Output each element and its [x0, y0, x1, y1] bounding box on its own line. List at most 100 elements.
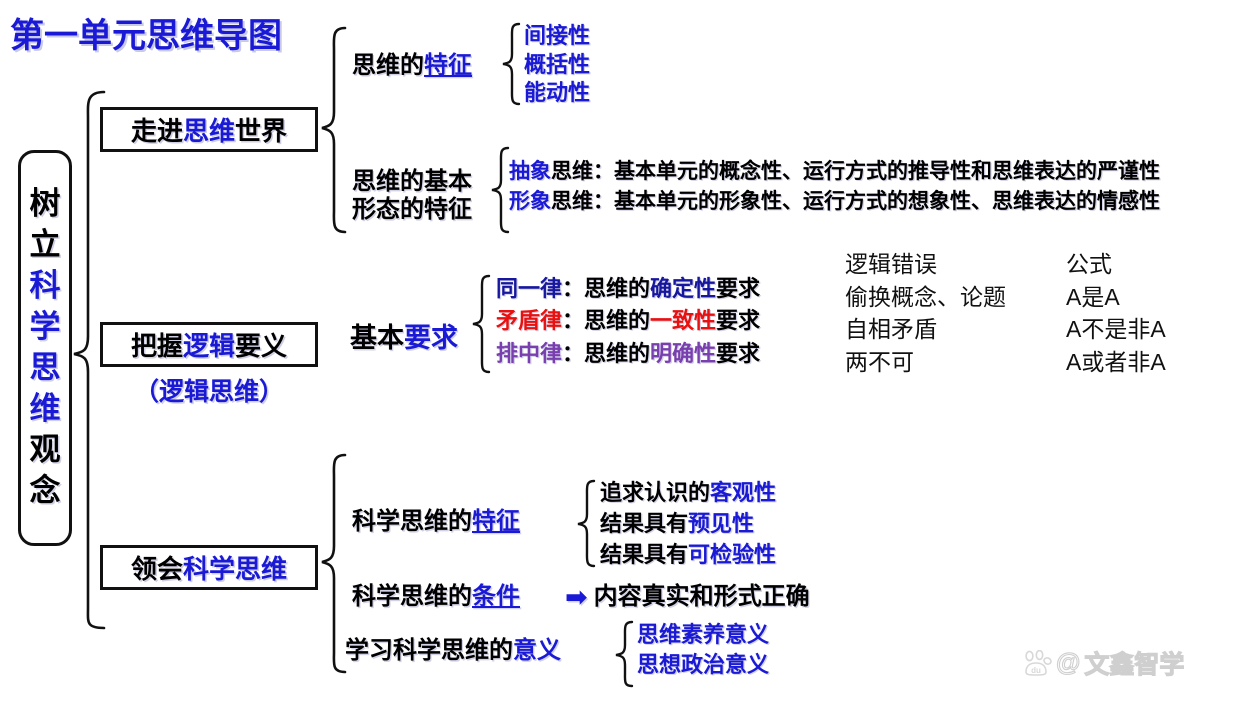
root-char: 科 [29, 268, 61, 304]
column-logic-errors: 逻辑错误 偷换概念、论题 自相矛盾 两不可 [845, 248, 1006, 379]
column-header: 公式 [1066, 251, 1112, 277]
node-label-part: 学习科学思维的 [345, 637, 513, 664]
leaf-item: 结果具有预见性 [600, 509, 776, 540]
root-node-label: 树 立 科 学 思 维 观 念 [21, 153, 69, 543]
law-row: 排中律：思维的明确性要求 [496, 338, 760, 370]
leaf-item: 形象思维：基本单元的形象性、运行方式的想象性、思维表达的情感性 [509, 187, 1160, 217]
root-char: 念 [29, 472, 61, 508]
node-xuexi-kexue-siwei-yiyi: 学习科学思维的意义 [345, 637, 561, 665]
column-item: A或者非A [1066, 348, 1166, 375]
branch-label-part: 思维 [182, 116, 235, 146]
leaf-text: 结果具有 [600, 541, 689, 567]
leaf-keyword: 思维素养 [637, 622, 726, 647]
leaf-item: 抽象思维：基本单元的概念性、运行方式的推导性和思维表达的严谨性 [509, 157, 1160, 187]
branch-label-part: 走进 [130, 116, 183, 146]
value-text: 内容真实和形式正确 [593, 583, 810, 610]
law-prefix: ：思维的 [562, 276, 651, 301]
column-item: 偷换概念、论题 [845, 283, 1006, 310]
leaf-keyword: 抽象 [509, 160, 551, 183]
leaf-group-siwei-tezheng: 间接性 概括性 能动性 [524, 22, 590, 108]
watermark-at-symbol: @ [1055, 648, 1081, 677]
branch-label-part: 把握 [130, 331, 183, 361]
right-arrow-icon: ➡ [565, 581, 588, 612]
branch-box-sublabel-luoji-siwei: （逻辑思维） [133, 378, 284, 406]
leaf-item: 能动性 [524, 80, 591, 106]
page-title: 第一单元思维导图 [10, 17, 282, 55]
leaf-group-logic-laws: 同一律：思维的确定性要求 矛盾律：思维的一致性要求 排中律：思维的明确性要求 [496, 273, 760, 370]
branch-label-part: 科学思维 [183, 554, 288, 584]
law-suffix: 要求 [716, 276, 761, 301]
law-name: 排中律 [496, 340, 563, 366]
law-suffix: 要求 [716, 340, 761, 366]
watermark-text: 文鑫智学 [1084, 650, 1185, 679]
branch-label-part: 领会 [130, 554, 183, 584]
node-label-keyword: 意义 [513, 637, 561, 664]
watermark: du @ 文鑫智学 [1022, 645, 1185, 681]
law-keyword: 明确性 [650, 340, 717, 366]
leaf-text: 意义 [725, 651, 770, 677]
node-label-part: 科学思维的 [352, 583, 472, 610]
law-prefix: ：思维的 [562, 308, 651, 334]
law-name: 矛盾律 [496, 308, 563, 334]
node-label-line: 形态的特征 [352, 196, 472, 224]
branch-label-part: 要义 [235, 331, 288, 361]
column-formulas: 公式 A是A A不是非A A或者非A [1066, 248, 1166, 379]
leaf-item: 追求认识的客观性 [600, 478, 776, 509]
leaf-item: 结果具有可检验性 [600, 540, 776, 571]
leaf-keyword: 形象 [509, 189, 551, 213]
node-kexue-siwei-tiaojian: 科学思维的条件 [352, 583, 520, 611]
leaf-text: 追求认识的 [600, 480, 711, 505]
leaf-text: 思维：基本单元的形象性、运行方式的想象性、思维表达的情感性 [551, 189, 1160, 213]
branch-box-zoujin-siwei-shijie[interactable]: 走进思维世界 [100, 107, 318, 152]
baidu-paw-icon: du [1022, 650, 1052, 676]
leaf-item: 概括性 [524, 51, 591, 77]
node-label-keyword: 要求 [404, 323, 458, 353]
law-row: 矛盾律：思维的一致性要求 [496, 305, 760, 337]
root-node-box: 树 立 科 学 思 维 观 念 [18, 150, 72, 546]
root-char: 立 [29, 227, 61, 263]
leaf-item: 思想政治意义 [637, 650, 769, 680]
root-char: 学 [29, 309, 61, 345]
column-item: A是A [1066, 283, 1120, 310]
node-siwei-jiben-xingtai-tezheng: 思维的基本 形态的特征 [352, 168, 472, 225]
leaf-group-kexue-yiyi: 思维素养意义 思想政治意义 [637, 620, 769, 680]
node-kexue-tiaojian-value: ➡ 内容真实和形式正确 [565, 583, 810, 611]
law-prefix: ：思维的 [562, 340, 651, 366]
branch-box-bawo-luoji-yaoyi[interactable]: 把握逻辑要义 [100, 322, 318, 367]
node-siwei-de-tezheng: 思维的特征 [352, 52, 472, 80]
law-name: 同一律 [496, 276, 563, 301]
leaf-keyword: 思想政治 [637, 651, 726, 677]
root-char: 思 [29, 350, 61, 385]
leaf-text: 意义 [725, 622, 770, 647]
law-keyword: 一致性 [650, 308, 717, 334]
leaf-group-kexue-tezheng: 追求认识的客观性 结果具有预见性 结果具有可检验性 [600, 478, 776, 570]
law-keyword: 确定性 [650, 276, 717, 301]
root-char: 观 [29, 431, 61, 467]
node-label-line: 思维的基本 [352, 168, 472, 195]
svg-text:du: du [1031, 666, 1041, 675]
leaf-text: 结果具有 [600, 510, 689, 536]
column-header: 逻辑错误 [845, 251, 937, 277]
root-char: 树 [29, 186, 61, 222]
branch-box-linghui-kexue-siwei[interactable]: 领会科学思维 [100, 545, 318, 590]
leaf-keyword: 客观性 [710, 480, 777, 505]
column-item: 两不可 [845, 348, 914, 375]
node-label-keyword: 特征 [424, 52, 472, 79]
node-label-part: 思维的 [352, 52, 424, 79]
leaf-keyword: 可检验性 [688, 541, 777, 567]
column-item: 自相矛盾 [845, 316, 937, 343]
leaf-group-siwei-xingtai: 抽象思维：基本单元的概念性、运行方式的推导性和思维表达的严谨性 形象思维：基本单… [509, 157, 1160, 217]
law-suffix: 要求 [716, 308, 761, 334]
branch-label-part: 世界 [235, 116, 288, 146]
node-label-keyword: 特征 [472, 508, 520, 535]
law-row: 同一律：思维的确定性要求 [496, 273, 760, 305]
leaf-item: 间接性 [524, 23, 591, 48]
leaf-item: 思维素养意义 [637, 620, 769, 650]
column-item: A不是非A [1066, 316, 1166, 343]
branch-label-part: 逻辑 [182, 331, 235, 361]
node-label-keyword: 条件 [472, 583, 520, 610]
node-jiben-yaoqiu: 基本要求 [350, 323, 458, 355]
leaf-text: 思维：基本单元的概念性、运行方式的推导性和思维表达的严谨性 [551, 160, 1160, 183]
